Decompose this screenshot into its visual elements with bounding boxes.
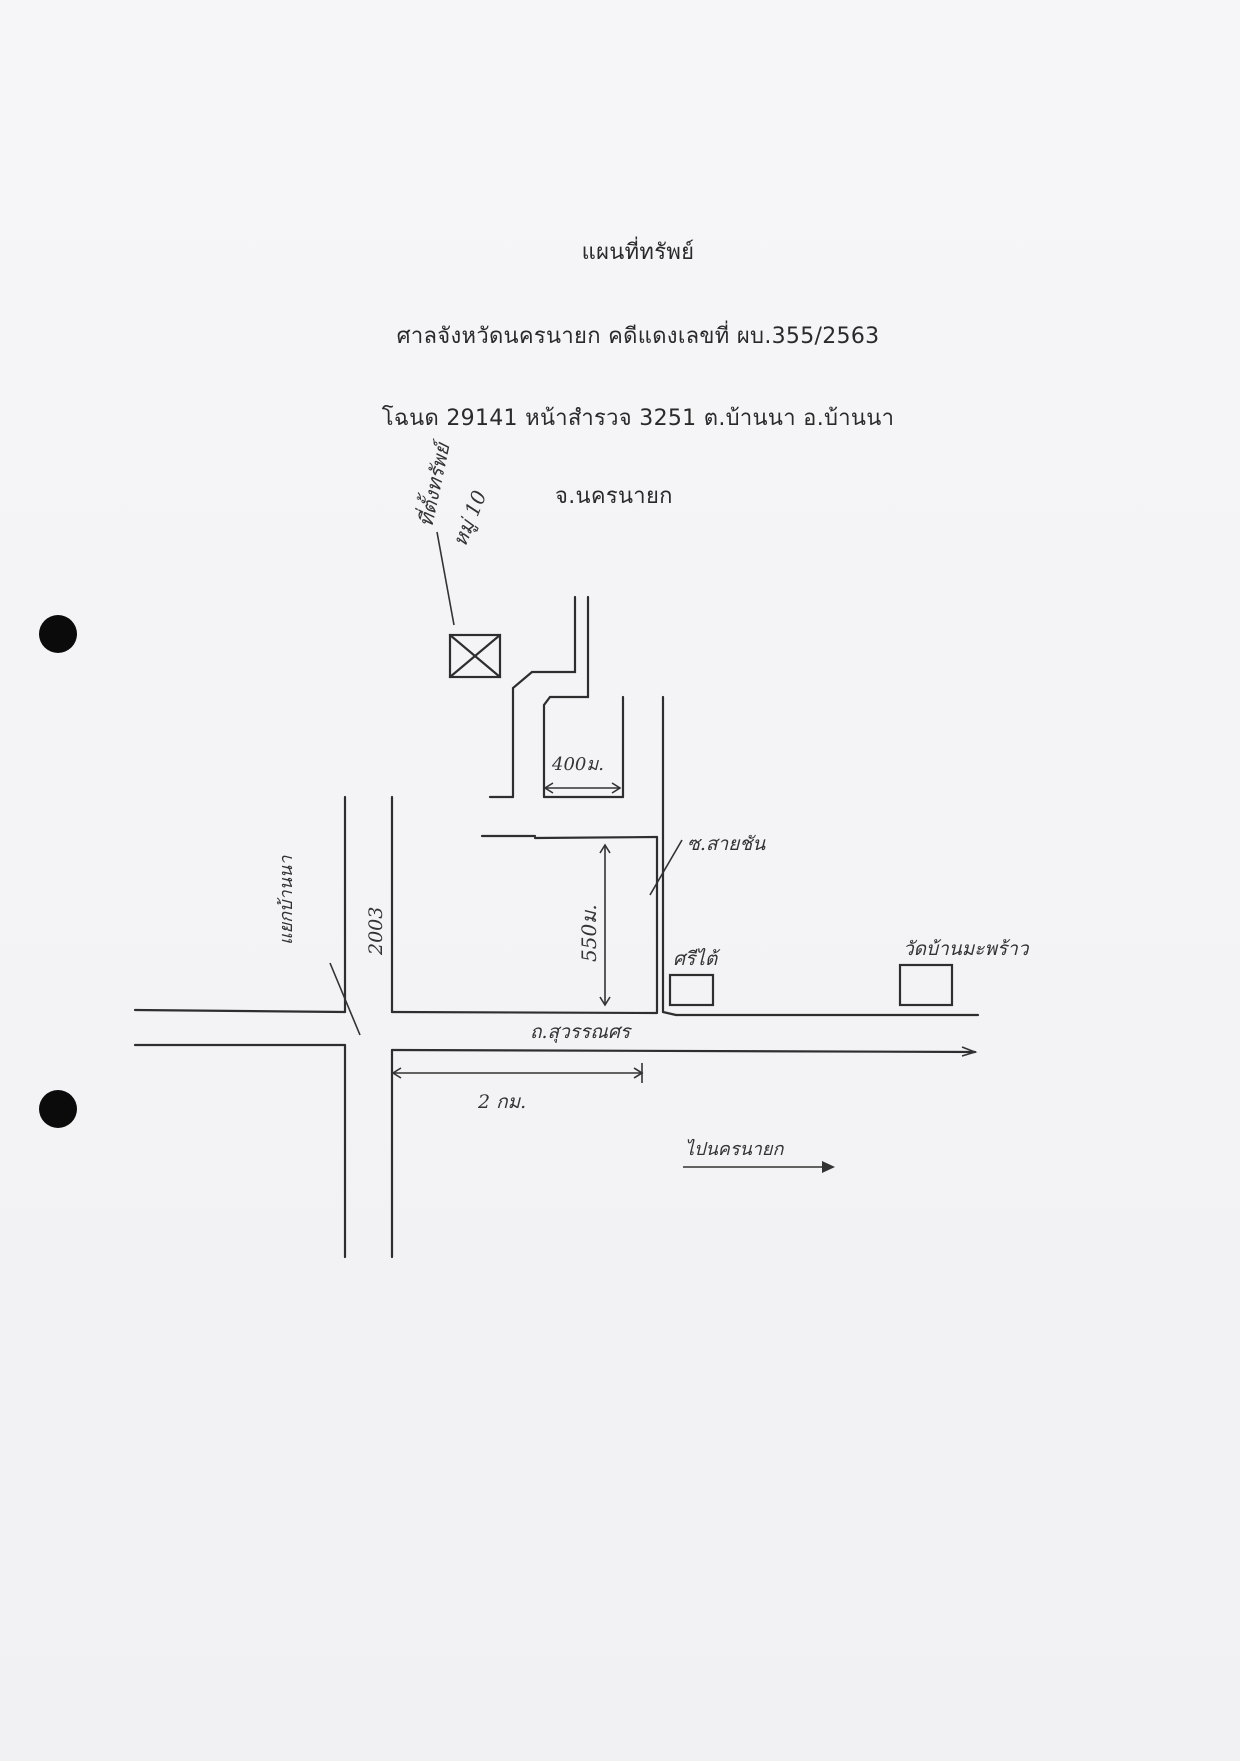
temple-label: วัดบ้านมะพร้าว [903,938,1030,960]
property-marker-box [448,633,502,679]
temple-box [898,963,954,1007]
junction-pointer-line [329,962,361,1036]
store-box [668,973,715,1007]
land-deed-line: โฉนด 29141 หน้าสำรวจ 3251 ต.บ้านนา อ.บ้า… [381,406,895,431]
distance-2km-label: 2 กม. [477,1091,526,1113]
dimension-550-arrow-top [599,843,611,854]
main-road-top-left [133,1008,347,1014]
side-road-left-path [511,595,577,799]
soi-pointer-line [649,839,683,896]
property-moo-label: หมู่ 10 [447,487,492,551]
dimension-550-arrow-bottom [599,996,611,1007]
dimension-2km-arrow-left [391,1067,402,1079]
soi-saichan-corner [661,1010,678,1017]
store-label: ศรีไต้ [673,947,721,970]
property-label: ที่ตั้งทรัพย์ [410,437,455,529]
main-road-bottom-right [390,1048,977,1054]
dimension-400-arrow-right [611,782,622,794]
direction-label: ไปนครนายก [685,1138,784,1160]
soi-name-label: ซ.สายชัน [687,833,766,855]
punch-hole-bottom [39,1090,77,1128]
document-title: แผนที่ทรัพย์ [581,240,695,265]
main-road-label: ถ.สุวรรณศร [530,1021,633,1043]
main-road-arrow [961,1046,978,1057]
main-road-top-middle [390,1010,659,1015]
side-road-lower [533,835,659,840]
distance-550-label: 550ม. [577,904,601,962]
property-marker-cross-2 [448,633,502,679]
court-case-line: ศาลจังหวัดนครนายก คดีแดงเลขที่ ผบ.355/25… [396,324,880,349]
distance-400-label: 400ม. [551,754,604,775]
dimension-400-arrow-left [543,782,554,794]
side-road-right-path [542,595,590,799]
direction-arrow-head [822,1161,835,1173]
road-number-label: 2003 [365,907,387,956]
junction-name-label: แยกบ้านนา [276,855,297,945]
punch-hole-top [39,615,77,653]
province-line: จ.นครนายก [555,484,673,509]
property-pointer-line [436,531,455,626]
